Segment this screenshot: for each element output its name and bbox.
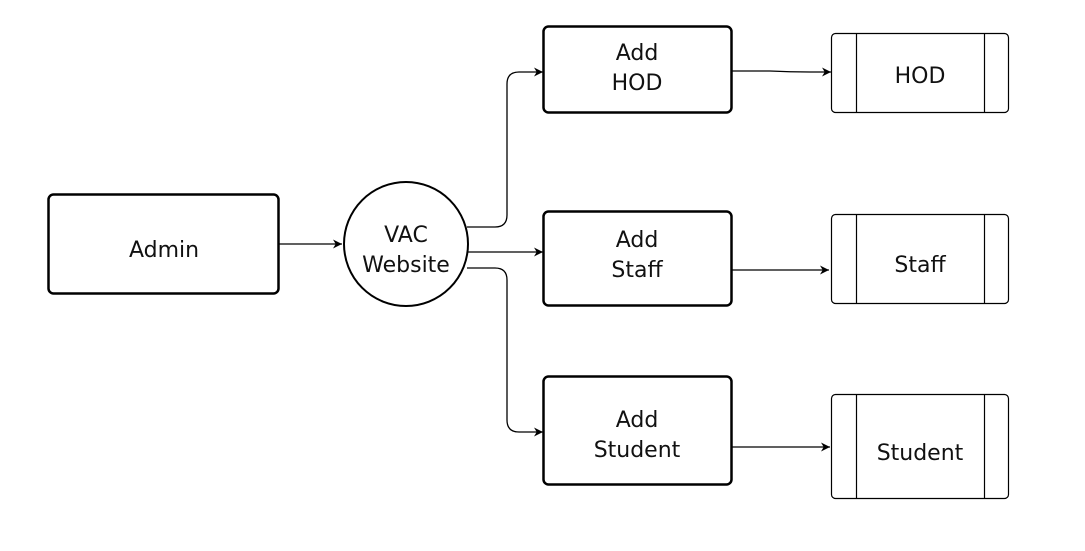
add-student-process: Add Student xyxy=(542,375,733,486)
edge-add-hod-to-hod-store xyxy=(732,67,831,77)
website-process-label-line1: VAC xyxy=(384,223,428,248)
add-hod-label-line1: Add xyxy=(616,41,659,66)
admin-entity: Admin xyxy=(47,193,280,295)
student-data-store: Student xyxy=(830,393,1010,500)
add-staff-process: Add Staff xyxy=(542,210,733,307)
edge-website-to-add-student xyxy=(467,267,543,437)
admin-entity-label: Admin xyxy=(129,238,199,263)
staff-data-store-label: Staff xyxy=(894,253,946,278)
website-process: VAC Website xyxy=(343,181,469,307)
add-hod-label-line2: HOD xyxy=(612,71,663,96)
add-student-label-line1: Add xyxy=(616,408,659,433)
add-hod-process: Add HOD xyxy=(542,25,733,114)
connectors xyxy=(279,67,831,452)
add-staff-process-box xyxy=(542,210,733,307)
add-student-process-box xyxy=(542,375,733,486)
website-process-label-line2: Website xyxy=(362,253,450,278)
edge-website-to-add-hod xyxy=(467,67,543,228)
staff-data-store-box xyxy=(830,213,1010,305)
staff-data-store: Staff xyxy=(830,213,1010,305)
add-staff-label-line2: Staff xyxy=(611,258,663,283)
website-process-circle xyxy=(343,181,469,307)
add-staff-label-line1: Add xyxy=(616,228,659,253)
hod-data-store-label: HOD xyxy=(895,64,946,89)
student-data-store-label: Student xyxy=(877,441,964,466)
add-student-label-line2: Student xyxy=(594,438,681,463)
admin-entity-box xyxy=(47,193,280,295)
add-hod-process-box xyxy=(542,25,733,114)
hod-data-store: HOD xyxy=(830,32,1010,114)
student-data-store-box xyxy=(830,393,1010,500)
hod-data-store-box xyxy=(830,32,1010,114)
